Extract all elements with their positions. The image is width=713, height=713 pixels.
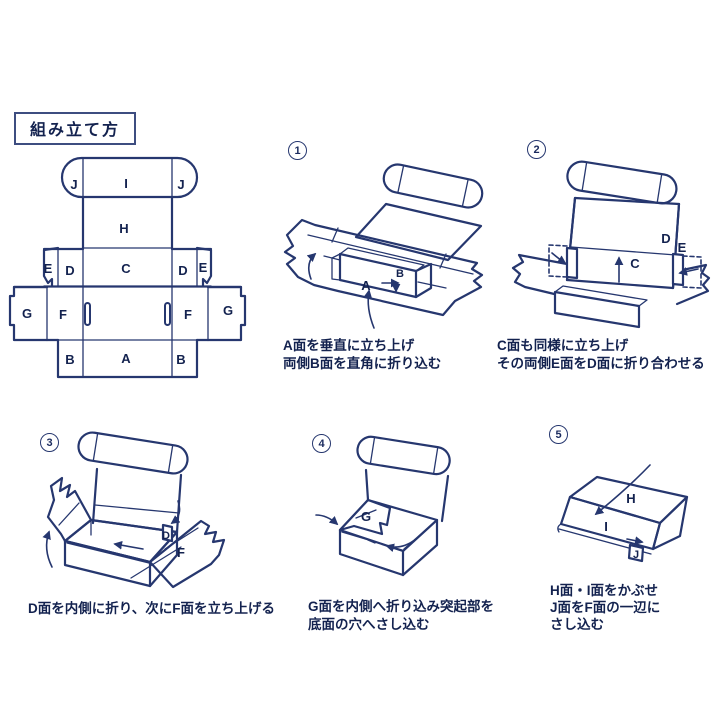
step-3-caption-line1: D面を内側に折り、次にF面を立ち上げる [28,601,275,616]
step2-label-c: C [630,256,640,271]
step-4-number-text: 4 [318,437,325,450]
step-4-caption-line2: 底面の穴へさし込む [308,617,430,632]
step-2-number-text: 2 [533,143,540,156]
step-1-diagram: A B [283,163,484,329]
step-4-caption-line1: G面を内側へ折り込み突起部を [308,599,495,614]
step3-label-f: F [177,545,185,560]
step-5-caption-line2: J面をF面の一辺に [550,600,661,615]
step-1-caption: A面を垂直に立ち上げ 両側B面を直角に折り込む [283,337,441,373]
step-2-caption-line1: C面も同様に立ち上げ [497,338,629,353]
step2-a-panel-front [553,285,648,329]
step2-lid-column [566,160,678,205]
step2-e-flaps-dashed [548,244,702,289]
step5-label-h: H [626,491,635,506]
step-1-caption-line1: A面を垂直に立ち上げ [283,338,415,353]
panel-label-j-right: J [177,177,184,192]
step-1: 1 [278,140,500,380]
step-1-number: 1 [288,141,307,160]
step4-fold-arrows [315,514,417,553]
step3-lid-column [77,431,189,475]
step5-label-i: I [604,519,608,534]
step-5-caption-line1: H面・I面をかぶせ [550,583,658,598]
panel-label-a: A [121,351,131,366]
step1-a-panel-raised [331,247,433,299]
step1-label-b: B [396,268,404,280]
step4-label-g: G [361,509,371,524]
step3-fold-arrows [42,500,181,568]
step-3-number: 3 [40,433,59,452]
step-2-caption-line2: その両側E面をD面に折り合わせる [497,356,705,371]
step2-d-tabs [565,246,685,287]
step-5-number: 5 [549,425,568,444]
step2-flat-wings [511,253,711,306]
step-2-diagram: C D E [511,160,711,329]
template-panel-labels: J I J H E D C D E G F F G B A B [22,176,233,367]
panel-label-b-left: B [65,352,74,367]
step1-flat-sheet [283,218,484,317]
panel-label-f-left: F [59,307,67,322]
step-2-caption: C面も同様に立ち上げ その両側E面をD面に折り合わせる [497,337,705,373]
panel-label-e-right: E [199,260,208,275]
step3-f-flap-right-open [130,519,226,589]
step5-closed-box [557,475,689,555]
panel-label-b-right: B [176,352,185,367]
step-3-caption: D面を内側に折り、次にF面を立ち上げる [28,600,275,618]
step5-j-tab [627,543,645,563]
panel-label-f-right: F [184,307,192,322]
panel-label-c: C [121,261,131,276]
step-3: 3 [15,425,275,635]
panel-label-g-right: G [223,303,233,318]
step4-back-wall [364,468,450,523]
step-4-number: 4 [312,434,331,453]
diecut-template-diagram: J I J H E D C D E G F F G B A B [8,156,247,379]
step2-label-e: E [678,240,687,255]
step-4-caption: G面を内側へ折り込み突起部を 底面の穴へさし込む [308,598,494,634]
step2-label-d: D [661,231,670,246]
step-5-caption: H面・I面をかぶせ J面をF面の一辺に さし込む [550,582,660,633]
page-title: 組み立て方 [14,112,137,145]
step4-lid-column [356,435,451,476]
panel-label-d-right: D [178,263,187,278]
step3-label-d: D [162,530,170,542]
step1-h-panel [354,202,483,262]
panel-label-j-left: J [70,177,77,192]
step-4-diagram: G [315,435,451,577]
step-5-number-text: 5 [555,428,562,441]
step1-label-a: A [361,278,371,293]
step4-g-flap-folding-in [338,498,392,536]
page-title-text: 組み立て方 [30,122,121,139]
step3-g-flap-left-open [46,476,93,543]
panel-label-g-left: G [22,306,32,321]
step-2-number: 2 [527,140,546,159]
template-outline [8,156,247,379]
step1-lid-column [382,163,484,209]
panel-label-i: I [124,176,128,191]
lock-slot-left [84,302,91,326]
step-3-number-text: 3 [46,436,53,449]
step1-fold-arrows [306,252,401,329]
step-5-caption-line3: さし込む [550,617,604,632]
panel-label-e-left: E [44,261,53,276]
step2-fold-arrows [551,252,699,283]
lock-slot-right [164,302,171,326]
step-1-caption-line2: 両側B面を直角に折り込む [283,356,442,371]
step5-fold-arrows [594,464,651,545]
step5-label-j: J [633,549,639,561]
panel-label-d-left: D [65,263,74,278]
step-1-number-text: 1 [294,144,301,157]
step-4: 4 [296,428,496,653]
step-5-diagram: H I J [557,464,689,563]
step-5: 5 H I J H面・I面をかぶせ J面をF面の一辺に さし込む [532,422,713,652]
step3-d-tab [161,523,174,543]
step-2: 2 [497,140,713,380]
step-3-diagram: D F [42,431,226,589]
panel-label-h: H [119,221,128,236]
